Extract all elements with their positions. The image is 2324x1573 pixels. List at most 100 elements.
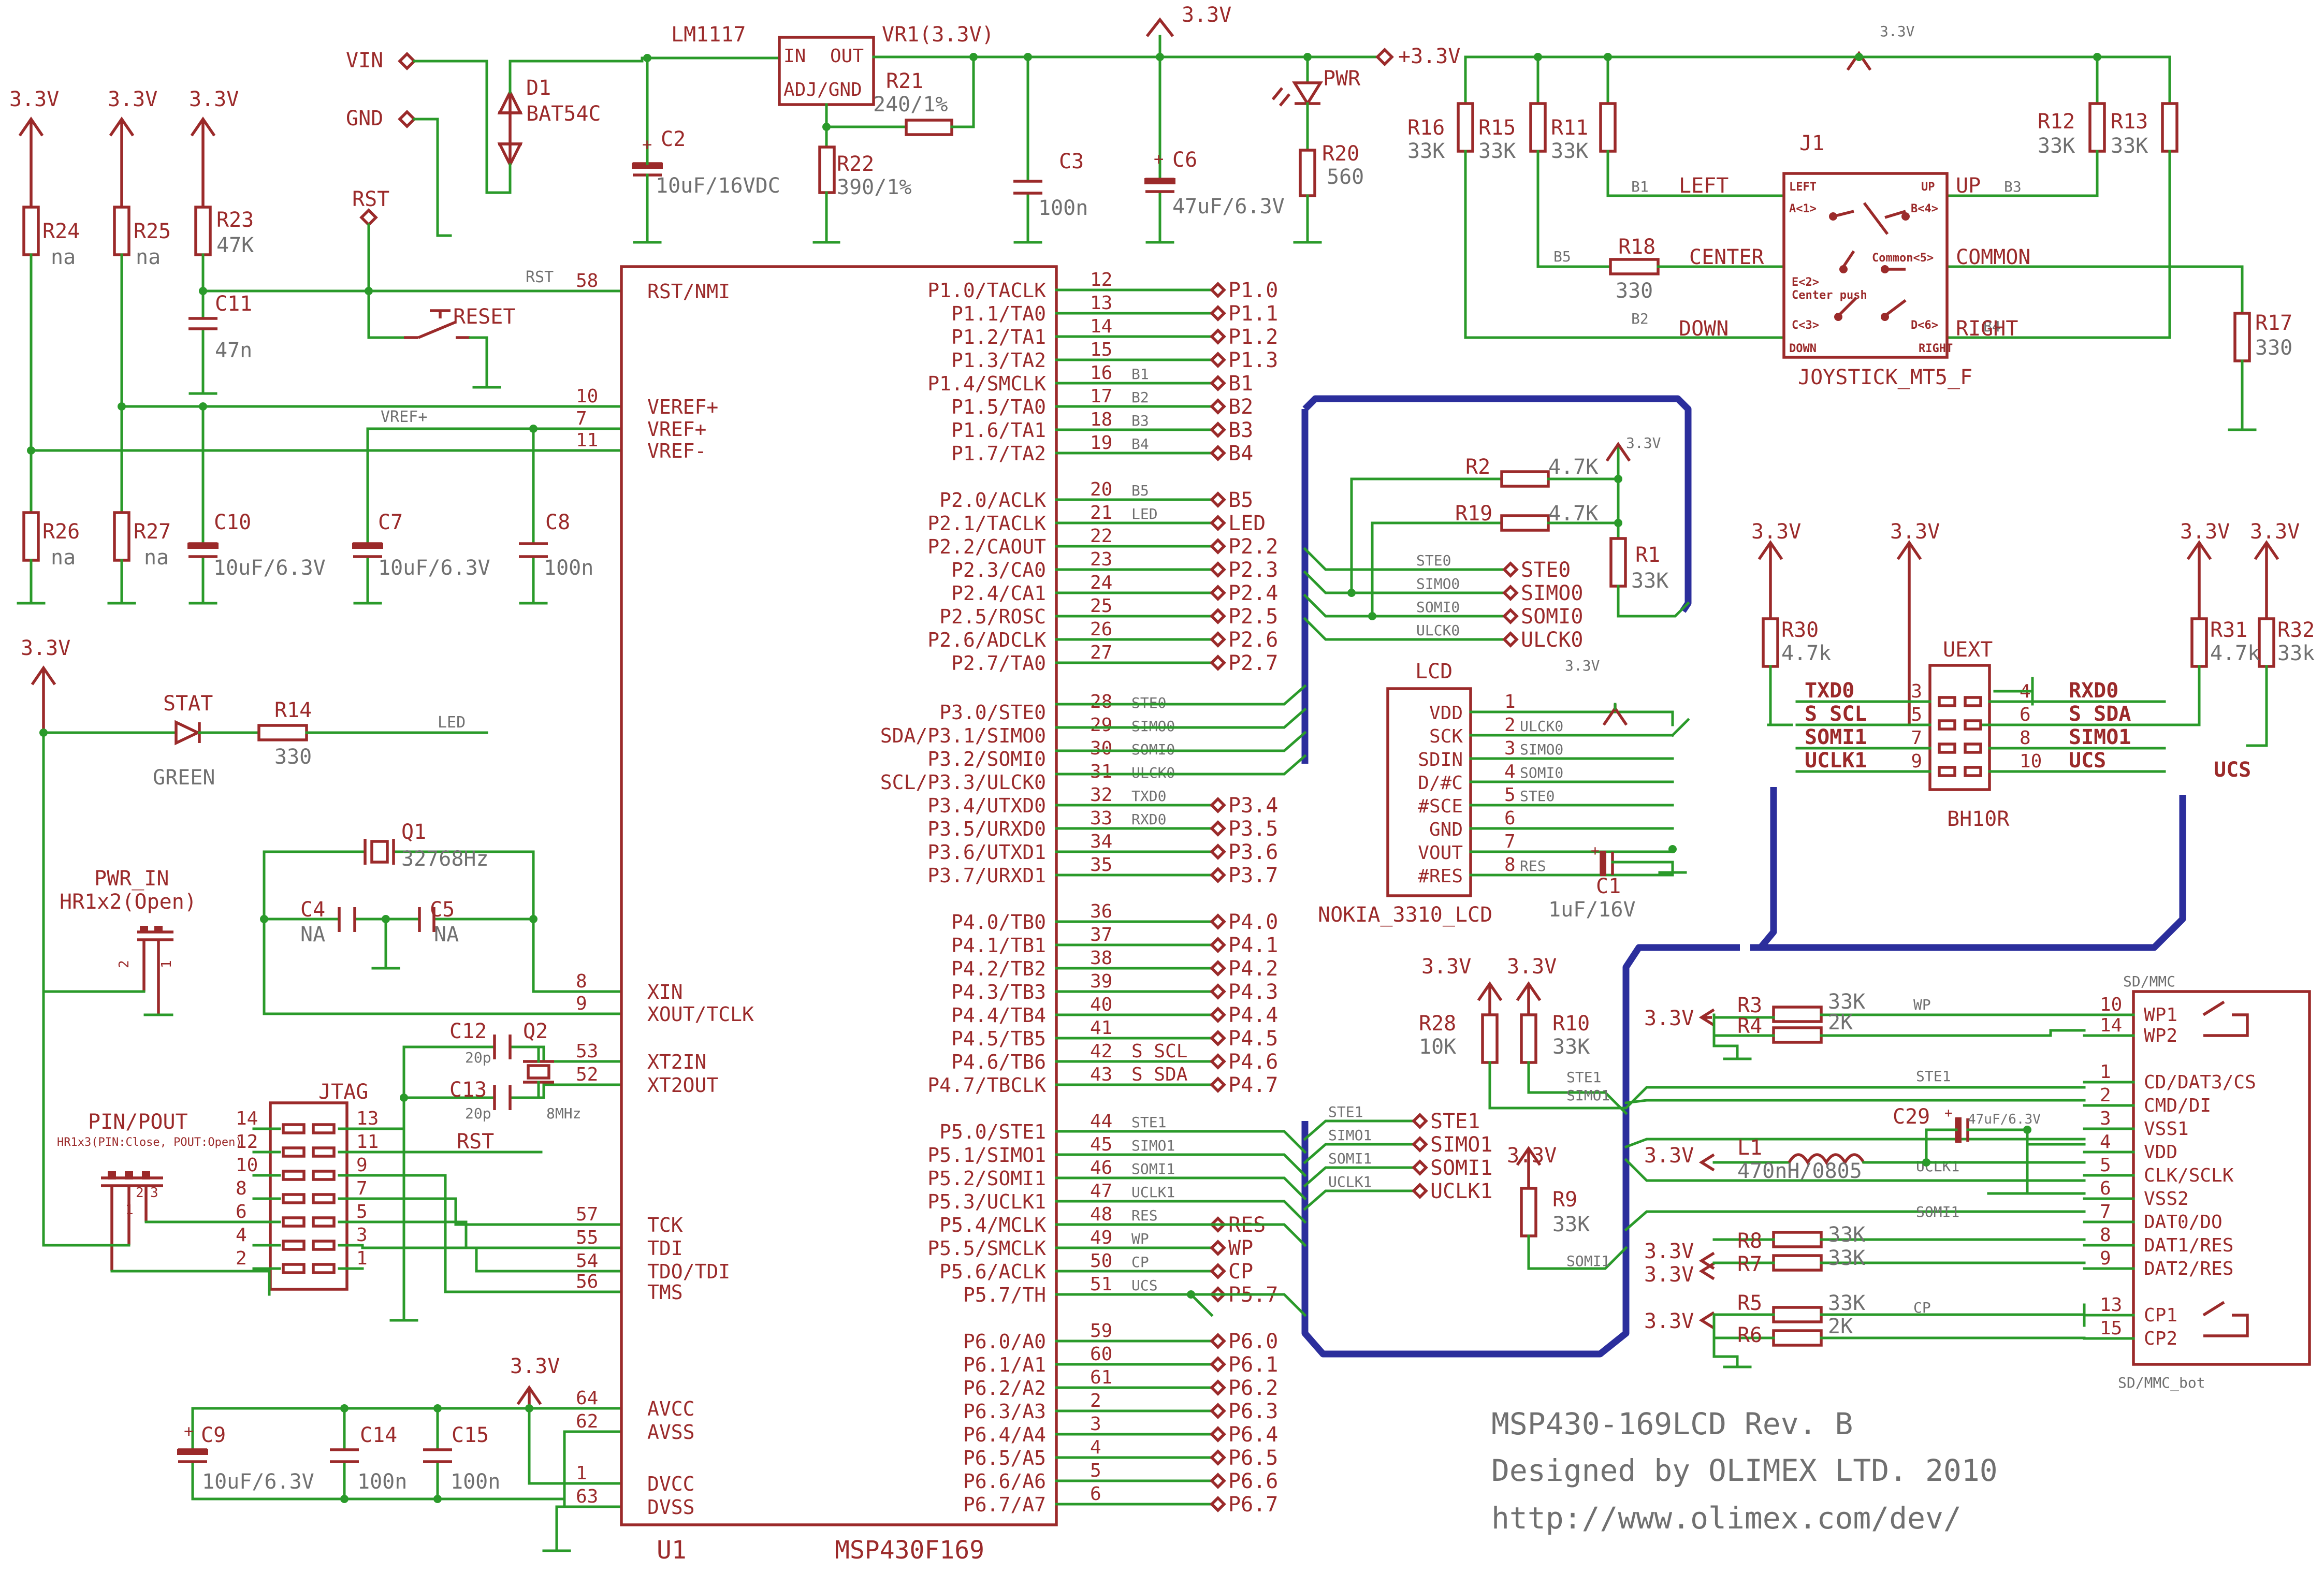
svg-text:2: 2 <box>136 1185 144 1201</box>
mcu-pin-name: VREF- <box>647 440 706 462</box>
uext-pin-num: 6 <box>2020 704 2031 725</box>
port-p6-4-connector <box>1210 1426 1226 1443</box>
mcu-pin-name: P6.0/A0 <box>963 1330 1046 1353</box>
mcu-pin-num: 42 <box>1090 1041 1112 1062</box>
mcu-pin-num: 7 <box>576 408 587 429</box>
jtag-pin-num: 5 <box>356 1201 368 1222</box>
mcu-pin-num: 51 <box>1090 1274 1112 1295</box>
sd-pin-num: 13 <box>2100 1294 2122 1316</box>
rail-3v3-r3: 3.3V <box>1644 1007 1694 1030</box>
mcu-pin-num: 54 <box>576 1250 598 1272</box>
mcu-pin-net: SIMO1 <box>1131 1137 1175 1154</box>
c7-label: C7 <box>378 511 403 534</box>
mcu-pin-num: 52 <box>576 1064 598 1085</box>
port-p4-2: P4.2 <box>1228 957 1278 981</box>
pwr-in-label: PWR_IN <box>94 867 169 891</box>
port-p4-7-connector <box>1210 1076 1226 1093</box>
mcu-pin-num: 16 <box>1090 362 1112 384</box>
spi1-net-simo1: SIMO1 <box>1328 1127 1372 1144</box>
uext-net-somi1: SOMI1 <box>1805 725 1867 749</box>
r26-label: R26 <box>42 520 80 544</box>
r3-value: 33K <box>1828 990 1865 1014</box>
power-supply-section: VIN GND D1 BAT54C IN OUT ADJ/GND LM1117 … <box>346 3 1460 244</box>
port-wp: WP <box>1228 1236 1253 1260</box>
mcu-pin-num: 61 <box>1090 1367 1112 1388</box>
r15-value: 33K <box>1478 139 1516 163</box>
reset-button-label: RESET <box>453 305 515 329</box>
port-p4-6: P4.6 <box>1228 1050 1278 1074</box>
port-p6-3-connector <box>1210 1403 1226 1419</box>
sd-pin-name: VSS2 <box>2144 1188 2189 1210</box>
jtag-pin-num: 13 <box>356 1108 379 1129</box>
mcu-pin-num: 8 <box>576 971 587 992</box>
r12-label: R12 <box>2038 110 2075 134</box>
svg-text:RIGHT: RIGHT <box>1919 342 1953 355</box>
r19-value: 4.7K <box>1548 502 1598 526</box>
jtag-pin-pad <box>312 1263 336 1274</box>
jtag-pin-pad <box>312 1146 336 1158</box>
jtag-pin-pad <box>282 1216 306 1228</box>
jtag-pin-num: 14 <box>236 1108 258 1129</box>
r25-label: R25 <box>134 220 171 243</box>
port-p6-7-connector <box>1210 1496 1226 1512</box>
r3-label: R3 <box>1737 994 1762 1017</box>
mcu-pin-name: P5.7/TH <box>963 1284 1046 1306</box>
svg-text:+: + <box>1944 1105 1953 1121</box>
q2-value: 8MHz <box>546 1105 581 1122</box>
mcu-pin-num: 25 <box>1090 595 1112 617</box>
mcu-pin-name: P6.6/A6 <box>963 1470 1046 1493</box>
svg-text:2: 2 <box>117 960 132 968</box>
mcu-pin-net: B2 <box>1131 389 1149 406</box>
mcu-pin-net: LED <box>1131 505 1158 522</box>
mcu-pin-name: XT2OUT <box>647 1074 718 1097</box>
rail-3v3-r5: 3.3V <box>1644 1309 1694 1333</box>
mcu-ref: U1 <box>657 1536 687 1565</box>
j1-down: DOWN <box>1679 317 1729 341</box>
jtag-pin-pad <box>282 1170 306 1181</box>
mcu-pin-net: S_SCL <box>1131 1041 1187 1062</box>
sd-pin-name: WP2 <box>2144 1025 2177 1046</box>
port-p6-6-connector <box>1210 1473 1226 1489</box>
port-b3: B3 <box>1228 418 1253 442</box>
pin-pout-sub: HR1x3(PIN:Close, POUT:Open) <box>57 1136 242 1149</box>
sd-pin-num: 9 <box>2100 1248 2111 1269</box>
d1-value: BAT54C <box>526 102 601 126</box>
r32-value: 33k <box>2277 642 2315 665</box>
net-uclk1-sd: UCLK1 <box>1916 1158 1959 1175</box>
uext-pin-pad <box>1938 696 1956 707</box>
title-line-1: MSP430-169LCD Rev. B <box>1491 1406 1853 1441</box>
mcu-pin-num: 39 <box>1090 971 1112 992</box>
jtag-pin-pad <box>282 1146 306 1158</box>
c1-value: 1uF/16V <box>1548 898 1636 922</box>
sd-pin-num: 8 <box>2100 1225 2111 1246</box>
mcu-pin-name: P6.7/A7 <box>963 1493 1046 1516</box>
c13-value: 20p <box>465 1105 491 1122</box>
r27-value: na <box>144 546 169 570</box>
l1-value: 470nH/0805 <box>1737 1159 1862 1183</box>
lcd-pin-net: SIMO0 <box>1520 741 1563 758</box>
r16-label: R16 <box>1407 116 1445 140</box>
c4-value: NA <box>300 923 325 946</box>
lcd-pin-name: SDIN <box>1418 749 1463 770</box>
uext-pin-pad <box>1964 696 1982 707</box>
spi0-net-somi0: SOMI0 <box>1416 599 1460 616</box>
port-somi0-connector <box>1502 608 1519 624</box>
mcu-pin-num: 45 <box>1090 1134 1112 1155</box>
mcu-pin-name: P4.5/TB5 <box>951 1027 1046 1050</box>
c11-label: C11 <box>215 292 252 316</box>
sd-pin-num: 6 <box>2100 1178 2111 1199</box>
mcu-pin-num: 12 <box>1090 269 1112 290</box>
uext-pin-num: 9 <box>1911 751 1922 772</box>
jtag-pin-pad <box>312 1216 336 1228</box>
lcd-pin-num: 3 <box>1504 738 1516 759</box>
port-led-connector <box>1210 515 1226 531</box>
r9-label: R9 <box>1552 1188 1577 1212</box>
port-p1-3: P1.3 <box>1228 348 1278 372</box>
lcd-pin-name: #RES <box>1418 866 1463 887</box>
j1-left: LEFT <box>1679 174 1729 198</box>
q1-label: Q1 <box>401 820 426 844</box>
mcu-pin-num: 26 <box>1090 619 1112 640</box>
